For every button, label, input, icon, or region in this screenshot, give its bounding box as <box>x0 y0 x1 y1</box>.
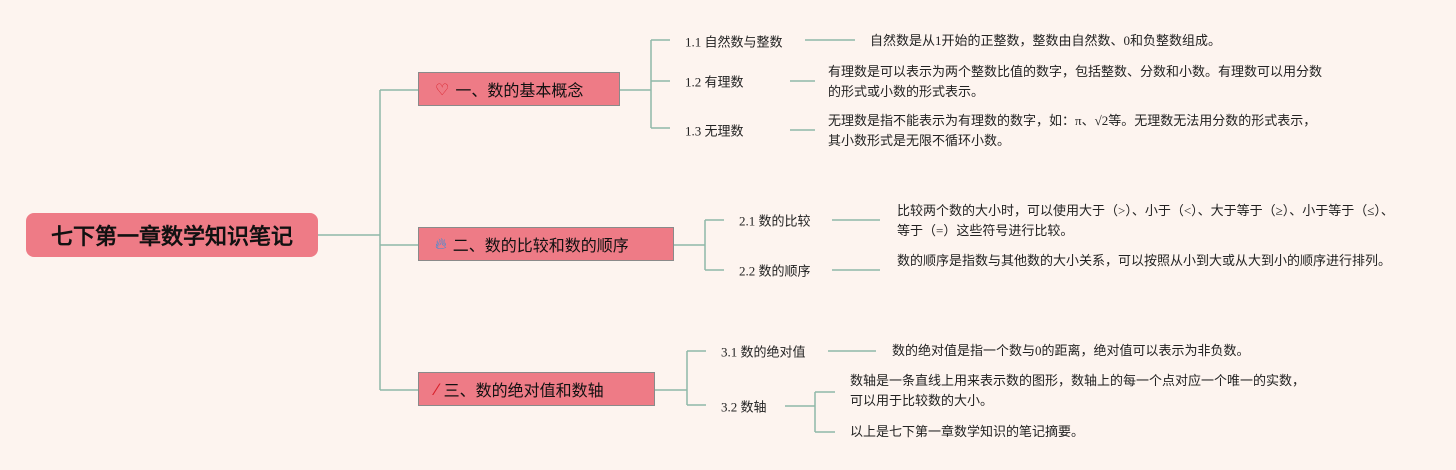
topic-desc: 自然数是从1开始的正整数，整数由自然数、0和负整数组成。 <box>870 33 1222 48</box>
topic-label[interactable]: 2.1 数的比较 <box>739 213 811 229</box>
topic-label[interactable]: 3.1 数的绝对值 <box>721 344 806 360</box>
heart-icon: ♡ <box>435 79 450 99</box>
topic-desc: 数的绝对值是指一个数与0的距离，绝对值可以表示为非负数。 <box>892 343 1250 358</box>
topic-desc: 无理数是指不能表示为有理数的数字，如：π、√2等。无理数无法用分数的形式表示，其… <box>828 113 1317 148</box>
topic-desc: 数的顺序是指数与其他数的大小关系，可以按照从小到大或从大到小的顺序进行排列。 <box>897 253 1392 268</box>
flame-icon: 🔥︎ <box>435 234 447 253</box>
branch-title: 一、数的基本概念 <box>455 81 584 100</box>
branch-absolute-numberline[interactable]: ⁄ 三、数的绝对值和数轴 <box>418 372 655 406</box>
topic-label[interactable]: 1.2 有理数 <box>685 74 744 90</box>
topic-desc: 有理数是可以表示为两个整数比值的数字，包括整数、分数和小数。有理数可以用分数的形… <box>828 64 1323 99</box>
topic-desc: 以上是七下第一章数学知识的笔记摘要。 <box>850 424 1085 439</box>
branch-comparison-order[interactable]: 🔥︎ 二、数的比较和数的顺序 <box>418 227 674 261</box>
topic-label[interactable]: 2.2 数的顺序 <box>739 263 811 279</box>
topic-label[interactable]: 3.2 数轴 <box>721 399 767 415</box>
branch-title: 二、数的比较和数的顺序 <box>452 236 629 255</box>
topic-desc: 数轴是一条直线上用来表示数的图形，数轴上的每一个点对应一个唯一的实数，可以用于比… <box>850 373 1306 408</box>
branch-title: 三、数的绝对值和数轴 <box>443 381 604 400</box>
root-node[interactable]: 七下第一章数学知识笔记 <box>26 213 318 257</box>
topic-label[interactable]: 1.1 自然数与整数 <box>685 34 783 50</box>
branch-basic-concepts[interactable]: ♡ 一、数的基本概念 <box>418 72 620 106</box>
topic-desc: 比较两个数的大小时，可以使用大于（>）、小于（<）、大于等于（≥）、小于等于（≤… <box>897 203 1394 238</box>
topic-label[interactable]: 1.3 无理数 <box>685 123 744 139</box>
magic-wand-icon: ⁄ <box>435 379 438 399</box>
